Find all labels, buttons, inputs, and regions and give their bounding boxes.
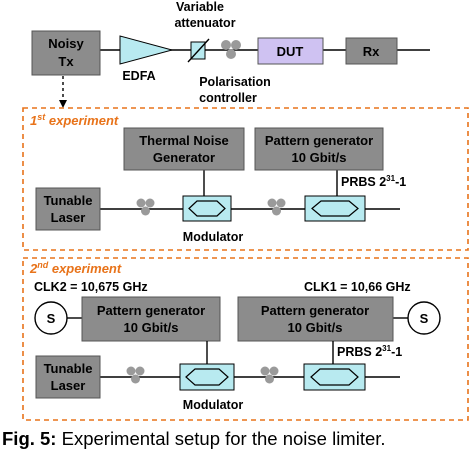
clk2-source-symbol: S xyxy=(47,311,56,326)
clk1-label: CLK1 = 10,66 GHz xyxy=(304,280,411,294)
exp2-pattern-generator-right-label-2: 10 Gbit/s xyxy=(288,320,343,335)
dut-box xyxy=(257,37,324,65)
thermal-noise-generator-label-1: Thermal Noise xyxy=(139,133,229,148)
exp2-pattern-generator-right-label-1: Pattern generator xyxy=(261,303,369,318)
edfa-amplifier-icon xyxy=(119,35,174,65)
exp1-polarisation-controller-icon-2 xyxy=(267,198,286,216)
exp1-tunable-laser-label-1: Tunable xyxy=(44,193,93,208)
edfa-label: EDFA xyxy=(122,69,155,83)
noisy-tx-box xyxy=(31,30,101,76)
rx-box xyxy=(345,37,398,65)
clk1-source-symbol: S xyxy=(420,311,429,326)
rx-label: Rx xyxy=(363,44,380,59)
clk1-source-icon xyxy=(393,301,441,335)
exp2-pattern-generator-left-label-1: Pattern generator xyxy=(97,303,205,318)
clk2-label: CLK2 = 10,675 GHz xyxy=(34,280,148,294)
thermal-noise-generator-box xyxy=(123,127,245,171)
experiment-2-panel: 2nd experiment CLK2 = 10,675 GHz CLK1 = … xyxy=(22,257,469,421)
polarisation-controller-icon xyxy=(221,40,241,59)
experiment-2-frame xyxy=(22,257,469,421)
exp2-prbs-label: PRBS 231-1 xyxy=(337,344,402,359)
noisy-tx-label-1: Noisy xyxy=(48,36,84,51)
exp2-pattern-generator-left-label-2: 10 Gbit/s xyxy=(124,320,179,335)
exp2-pattern-generator-right-box xyxy=(237,296,394,342)
exp1-tunable-laser-label-2: Laser xyxy=(51,210,86,225)
dut-label: DUT xyxy=(277,44,304,59)
exp1-pattern-generator-box xyxy=(254,127,384,171)
exp2-tunable-laser-box xyxy=(35,355,101,399)
thermal-noise-generator-label-2: Generator xyxy=(153,150,215,165)
polarisation-controller-label-1: Polarisation xyxy=(199,75,271,89)
polarisation-controller-label-2: controller xyxy=(199,91,257,105)
noisy-tx-label-2: Tx xyxy=(58,54,74,69)
figure-caption-label: Fig. 5: xyxy=(2,428,57,449)
exp1-second-modulator-icon xyxy=(304,195,366,222)
exp2-tunable-laser-label-2: Laser xyxy=(51,378,86,393)
exp2-tunable-laser-label-1: Tunable xyxy=(44,361,93,376)
figure-caption: Fig. 5: Experimental setup for the noise… xyxy=(2,428,386,450)
exp1-polarisation-controller-icon-1 xyxy=(136,198,155,216)
exp2-second-modulator-icon xyxy=(303,363,366,391)
figure-caption-text: Experimental setup for the noise limiter… xyxy=(56,428,386,449)
exp2-modulator-label: Modulator xyxy=(183,398,244,412)
exp1-pattern-generator-label-2: 10 Gbit/s xyxy=(292,150,347,165)
experiment-2-title: 2nd experiment xyxy=(29,260,122,276)
exp1-modulator-label: Modulator xyxy=(183,230,244,244)
clk2-source-icon xyxy=(34,301,82,335)
attenuator-slash-icon xyxy=(187,38,210,63)
exp1-prbs-label: PRBS 231-1 xyxy=(341,174,406,189)
experiment-1-frame xyxy=(22,107,469,251)
variable-attenuator-label-1: Variable xyxy=(176,0,224,14)
exp2-polarisation-controller-icon-2 xyxy=(260,366,279,384)
exp2-polarisation-controller-icon-1 xyxy=(126,366,145,384)
experiment-1-panel: 1st experiment Thermal Noise Generator P… xyxy=(22,107,469,251)
experiment-1-title: 1st experiment xyxy=(30,112,119,128)
exp1-modulator-icon xyxy=(182,195,232,222)
exp2-modulator-icon xyxy=(179,363,235,391)
exp1-pattern-generator-label-1: Pattern generator xyxy=(265,133,373,148)
exp2-pattern-generator-left-box xyxy=(81,296,221,342)
variable-attenuator-label-2: attenuator xyxy=(174,16,235,30)
exp1-tunable-laser-box xyxy=(35,187,101,231)
top-chain: Noisy Tx EDFA Variable attenuator Polari… xyxy=(31,0,430,108)
